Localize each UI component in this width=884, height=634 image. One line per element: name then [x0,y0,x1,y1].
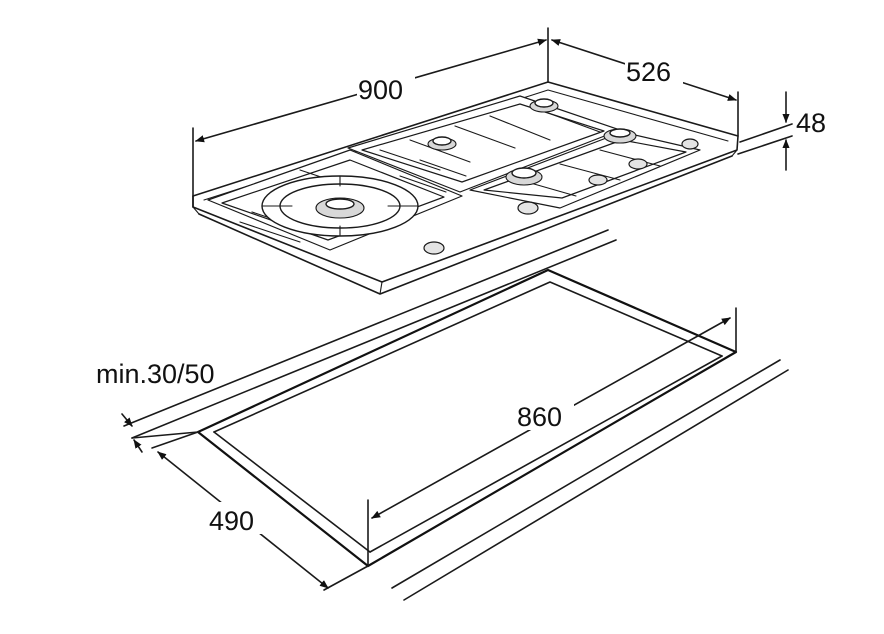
worktop [123,229,789,601]
label-cutout-width: 860 [517,402,562,432]
dimension-min-clearance [121,413,143,453]
worktop-cutout [196,268,738,568]
label-height: 48 [796,108,826,138]
label-width: 900 [358,75,403,105]
label-depth: 526 [626,57,671,87]
dimension-height-48 [737,91,793,171]
label-min-clearance: min.30/50 [96,359,215,389]
hob-knobs [423,138,699,255]
label-cutout-depth: 490 [209,506,254,536]
hob-grates [207,95,701,251]
dimension-cutout-860 [367,307,737,567]
hob-burners [261,98,637,237]
